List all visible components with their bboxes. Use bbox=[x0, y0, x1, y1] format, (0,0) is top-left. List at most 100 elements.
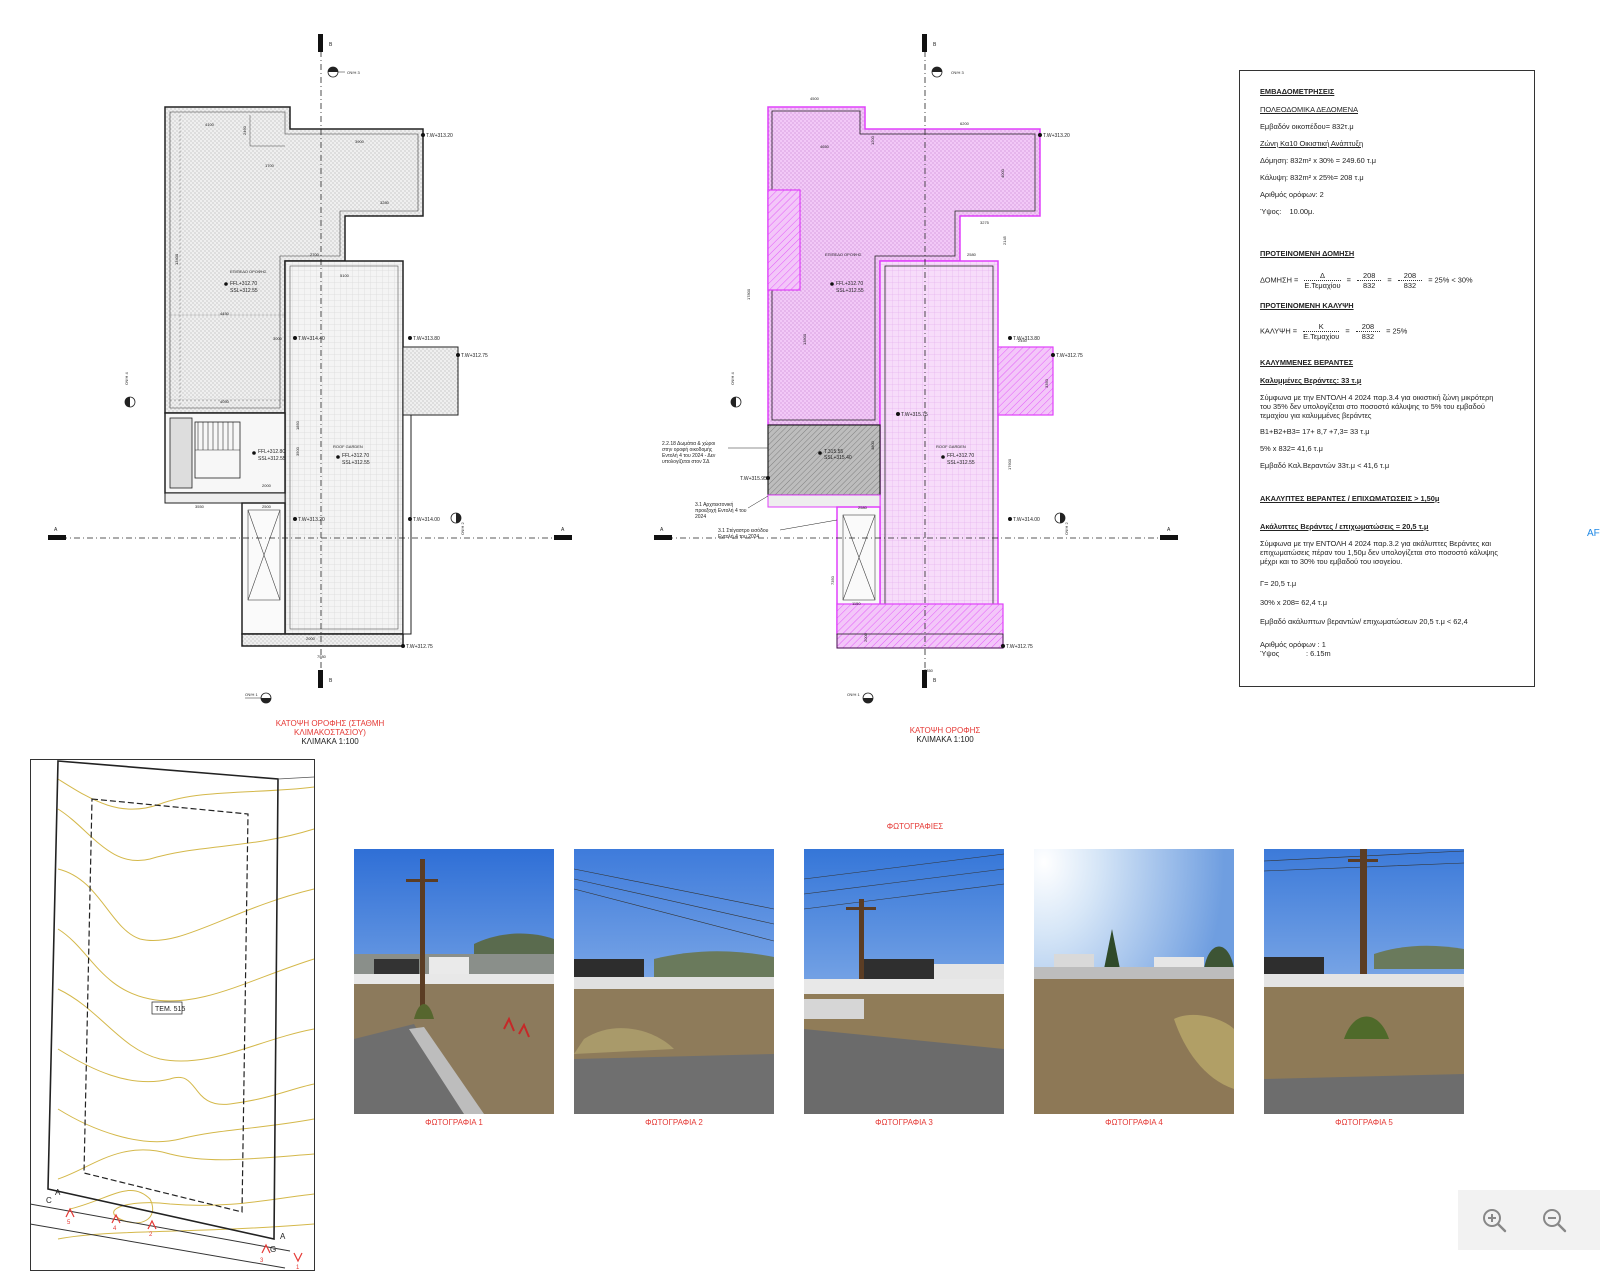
building-envelope bbox=[83, 798, 249, 1213]
photos-title: ΦΩΤΟΓΡΑΦΙΕΣ bbox=[886, 822, 944, 831]
roof-garden-area bbox=[879, 260, 999, 635]
photo-1 bbox=[354, 849, 554, 1114]
panel-title: ΕΜΒΑΔΟΜΕΤΡΗΣΕΙΣ bbox=[1260, 87, 1335, 96]
corner-label: A bbox=[280, 1232, 286, 1241]
uncovered-text: Σύμφωνα με την ΕΝΤΟΛΗ 4 2024 παρ.3.2 για… bbox=[1260, 539, 1498, 566]
corner-label: C bbox=[46, 1196, 52, 1205]
floors2: Αριθμός ορόφων : 1 bbox=[1260, 640, 1326, 649]
top-wall-level: T.W+314.40 bbox=[298, 336, 325, 342]
height2-value: : 6.15m bbox=[1305, 649, 1331, 658]
section-a-right-label: A bbox=[561, 527, 565, 533]
section-b-bottom-label: B bbox=[933, 678, 937, 684]
ffl-label: FFL+312.70 bbox=[342, 453, 369, 459]
height2-label: Ύψος bbox=[1260, 649, 1280, 658]
note-line: Εντολή 4 του 2024 bbox=[718, 533, 759, 540]
plot-area: Εμβαδόν οικοπέδου= 832τ.μ bbox=[1260, 122, 1354, 131]
photo-marker-label: 4 bbox=[113, 1226, 117, 1232]
dimension: 2700 bbox=[310, 252, 320, 257]
dimension: 2580 bbox=[858, 505, 868, 510]
dimension: 13400 bbox=[174, 253, 179, 265]
photo-4-image bbox=[1034, 849, 1234, 1114]
section-b-bottom-label: B bbox=[329, 678, 333, 684]
dimension: 7580 bbox=[317, 654, 327, 659]
ssl-label: SSL+312.55 bbox=[230, 288, 258, 294]
note-line: Εντολή 4 του 2024 - Δεν bbox=[662, 452, 716, 459]
roof-plan-stair-level: B B A A ΟΨΗ 3 ΟΨΗ 1 ΟΨΗ 4 ΟΨΗ 2 ΕΠΙΠΕΔΟ … bbox=[48, 34, 572, 704]
plot-label: ΤΕΜ. 515 bbox=[155, 1006, 185, 1013]
covered-compare: Εμβαδό Καλ.Βεραντών 33τ.μ < 41,6 τ.μ bbox=[1260, 461, 1390, 470]
caption-line: ΚΑΤΟΨΗ ΟΡΟΦΗΣ (ΣΤΑΘΜΗ bbox=[275, 719, 385, 728]
photo-caption: ΦΩΤΟΓΡΑΦΙΑ 2 bbox=[645, 1118, 703, 1127]
dimension: 3550 bbox=[195, 504, 205, 509]
formula-num: Δ bbox=[1304, 271, 1341, 281]
dimension: 13800 bbox=[802, 333, 807, 345]
formula-lhs: ΔΟΜΗΣΗ = bbox=[1260, 275, 1299, 285]
photo-3-image bbox=[804, 849, 1004, 1114]
dimension: 4000 bbox=[1000, 168, 1005, 178]
photo-4 bbox=[1034, 849, 1234, 1114]
proposed-build-title: ΠΡΟΤΕΙΝΟΜΕΝΗ ΔΟΜΗΣΗ bbox=[1260, 249, 1355, 258]
formula-lhs: ΚΑΛΥΨΗ = bbox=[1260, 326, 1298, 336]
scale-label: ΚΛΙΜΑΚΑ 1:100 bbox=[301, 737, 359, 746]
top-wall-level: T.W+312.75 bbox=[406, 644, 433, 650]
ffl-label: FFL+312.80 bbox=[258, 449, 285, 455]
left-plan-caption: ΚΑΤΟΨΗ ΟΡΟΦΗΣ (ΣΤΑΘΜΗ ΚΛΙΜΑΚΟΣΤΑΣΙΟΥ) ΚΛ… bbox=[260, 719, 400, 746]
right-plan-caption: ΚΑΤΟΨΗ ΟΡΟΦΗΣ ΚΛΙΜΑΚΑ 1:100 bbox=[875, 726, 1015, 744]
zoom-out-button[interactable] bbox=[1540, 1206, 1568, 1234]
formula-den: Ε.Τεμαχίου bbox=[1303, 332, 1340, 341]
photo-caption: ΦΩΤΟΓΡΑΦΙΑ 5 bbox=[1335, 1118, 1393, 1127]
dimension: 2450 bbox=[1018, 338, 1028, 343]
level-label: SSL+315.40 bbox=[824, 455, 852, 461]
top-wall-level: T.W+312.75 bbox=[461, 353, 488, 359]
zoom-controls bbox=[1458, 1190, 1600, 1250]
top-wall-level: T.W+312.75 bbox=[1056, 353, 1083, 359]
dimension: 1150 bbox=[852, 601, 861, 606]
dimension: 2145 bbox=[1002, 235, 1007, 245]
view-marker-left: ΟΨΗ 4 bbox=[124, 372, 129, 385]
note-line: στην οροφή οικοδομής bbox=[662, 446, 713, 453]
formula-den: 832 bbox=[1403, 281, 1417, 290]
uncovered-compare: Εμβαδό ακάλυπτων βεραντών/ επιχωματώσεων… bbox=[1260, 617, 1468, 626]
uncovered-30pct: 30% x 208= 62,4 τ.μ bbox=[1260, 598, 1327, 607]
height2-row: Ύψος : 6.15m bbox=[1260, 649, 1331, 658]
covered-5pct: 5% x 832= 41,6 τ.μ bbox=[1260, 444, 1323, 453]
ssl-label: SSL+312.55 bbox=[258, 456, 286, 462]
height-value: 10.00μ. bbox=[1289, 207, 1315, 216]
edge-link-text[interactable]: AF bbox=[1587, 528, 1600, 539]
formula-num: 208 bbox=[1357, 271, 1382, 281]
ssl-label: SSL+312.55 bbox=[342, 460, 370, 466]
ffl-label: FFL+312.70 bbox=[836, 281, 863, 287]
photo-caption: ΦΩΤΟΓΡΑΦΙΑ 1 bbox=[425, 1118, 483, 1127]
dimension: 3500 bbox=[295, 446, 300, 456]
formula-num: 208 bbox=[1355, 322, 1381, 332]
roof-garden-label: ROOF GARDEN bbox=[936, 444, 966, 449]
roof-garden-label: ROOF GARDEN bbox=[333, 444, 363, 449]
top-wall-level: T.W+315.75 bbox=[901, 412, 928, 418]
zone: Ζώνη Κα10 Οικιστική Ανάπτυξη bbox=[1260, 139, 1364, 148]
ffl-label: FFL+312.70 bbox=[230, 281, 257, 287]
dimension: 4450 bbox=[220, 311, 230, 316]
floors: Αριθμός ορόφων: 2 bbox=[1260, 190, 1324, 199]
zoom-in-button[interactable] bbox=[1480, 1206, 1508, 1234]
section-b-top-label: B bbox=[933, 42, 937, 48]
note-line: προεξοχή Εντολή 4 του bbox=[695, 507, 747, 514]
dimension: 4650 bbox=[820, 144, 830, 149]
cover-ratio: Κάλυψη: 832m² x 25%= 208 τ.μ bbox=[1260, 173, 1364, 182]
dimension: 6200 bbox=[960, 121, 970, 126]
top-wall-level: T.W+313.80 bbox=[413, 336, 440, 342]
note-line: 2024 bbox=[695, 514, 706, 520]
photo-marker-label: 5 bbox=[67, 1220, 71, 1226]
view-marker-top: ΟΨΗ 3 bbox=[347, 70, 360, 75]
urban-data-title: ΠΟΛΕΟΔΟΜΙΚΑ ΔΕΔΟΜΕΝΑ bbox=[1260, 105, 1358, 114]
note-line: υπολογίζεται στον ΣΔ bbox=[662, 459, 710, 465]
dimension: 4800 bbox=[870, 440, 875, 450]
dimension: 3000 bbox=[273, 336, 283, 341]
photo-1-image bbox=[354, 849, 554, 1114]
uncovered-sub: Ακάλυπτες Βεράντες / επιχωματώσεις = 20,… bbox=[1260, 522, 1429, 531]
formula-den: Ε.Τεμαχίου bbox=[1304, 281, 1341, 290]
top-wall-level: T.W+312.75 bbox=[1006, 644, 1033, 650]
view-marker-bottom: ΟΨΗ 1 bbox=[245, 692, 258, 697]
dimension: 4500 bbox=[810, 96, 820, 101]
